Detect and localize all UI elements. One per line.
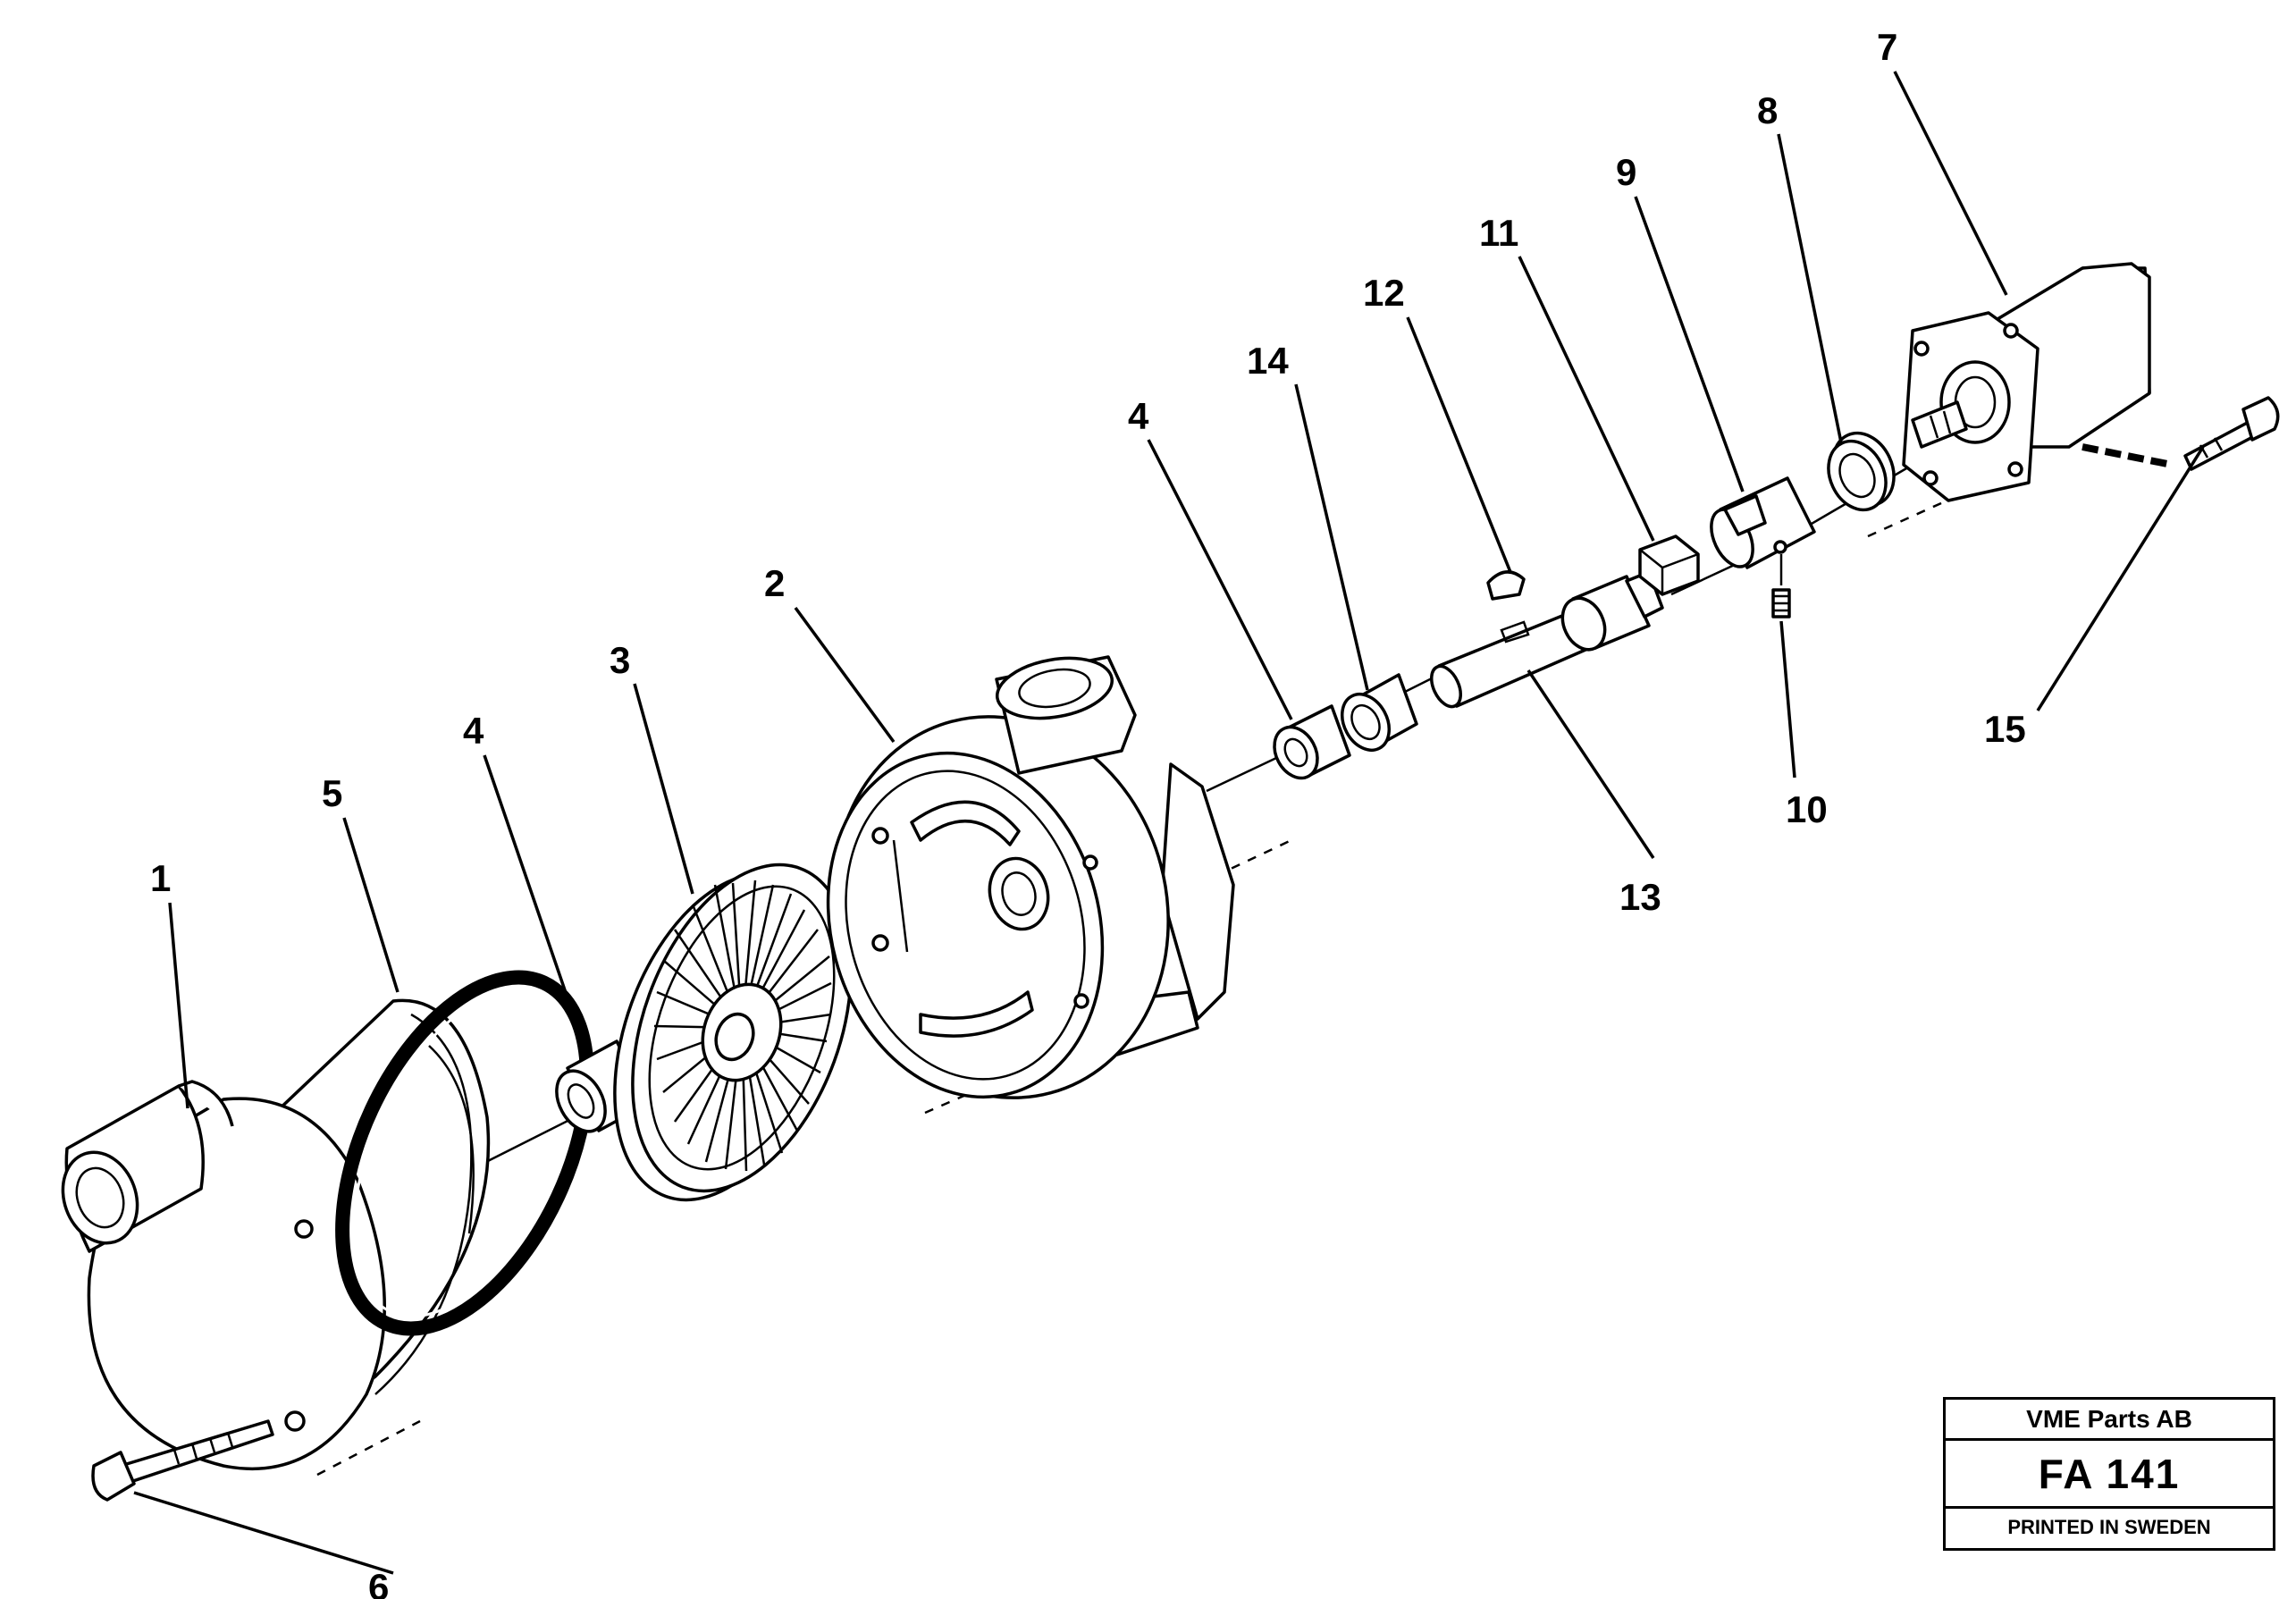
callout-5: 5 [322,772,342,814]
motor-part [1902,262,2173,502]
pump-housing-part [826,655,1235,1099]
callout-14: 14 [1247,340,1289,382]
callout-12: 12 [1363,272,1405,314]
ball-bearing-part [1340,673,1418,752]
callout-4-left: 4 [463,710,484,752]
impeller-part [613,863,853,1202]
set-screw-part [1771,554,1791,619]
company-name: VME Parts AB [1946,1400,2273,1441]
screw-part-6 [91,1419,274,1502]
callout-labels: 1 5 4 3 2 4 14 12 11 9 8 7 10 13 15 6 [150,26,2026,1599]
callout-4-right: 4 [1128,395,1149,437]
pump-cover-part [61,998,491,1470]
printed-in-label: PRINTED IN SWEDEN [2007,1516,2211,1538]
title-block: VME Parts AB FA 141 PRINTED IN SWEDEN [1943,1397,2275,1551]
callout-3: 3 [610,639,630,681]
shaft-part [1430,570,1664,709]
screw-part-15 [2183,396,2280,471]
leader-lines [133,71,2205,1575]
callout-10: 10 [1786,788,1828,830]
drawing-code: FA 141 [1946,1441,2273,1509]
callout-2: 2 [764,562,785,604]
callout-15: 15 [1984,708,2026,750]
o-ring-part [335,970,594,1336]
callout-7: 7 [1877,26,1897,68]
callout-8: 8 [1757,89,1778,131]
callout-9: 9 [1616,151,1636,193]
callout-13: 13 [1619,876,1661,918]
bushing-part-right [1273,704,1351,780]
coupling-part [1710,476,1816,569]
seal-ring-part [1827,431,1896,512]
callout-1: 1 [150,857,171,899]
coupling-block-part [1638,534,1700,596]
key-part [1486,570,1526,601]
callout-6: 6 [368,1566,389,1599]
callout-11: 11 [1479,212,1518,254]
